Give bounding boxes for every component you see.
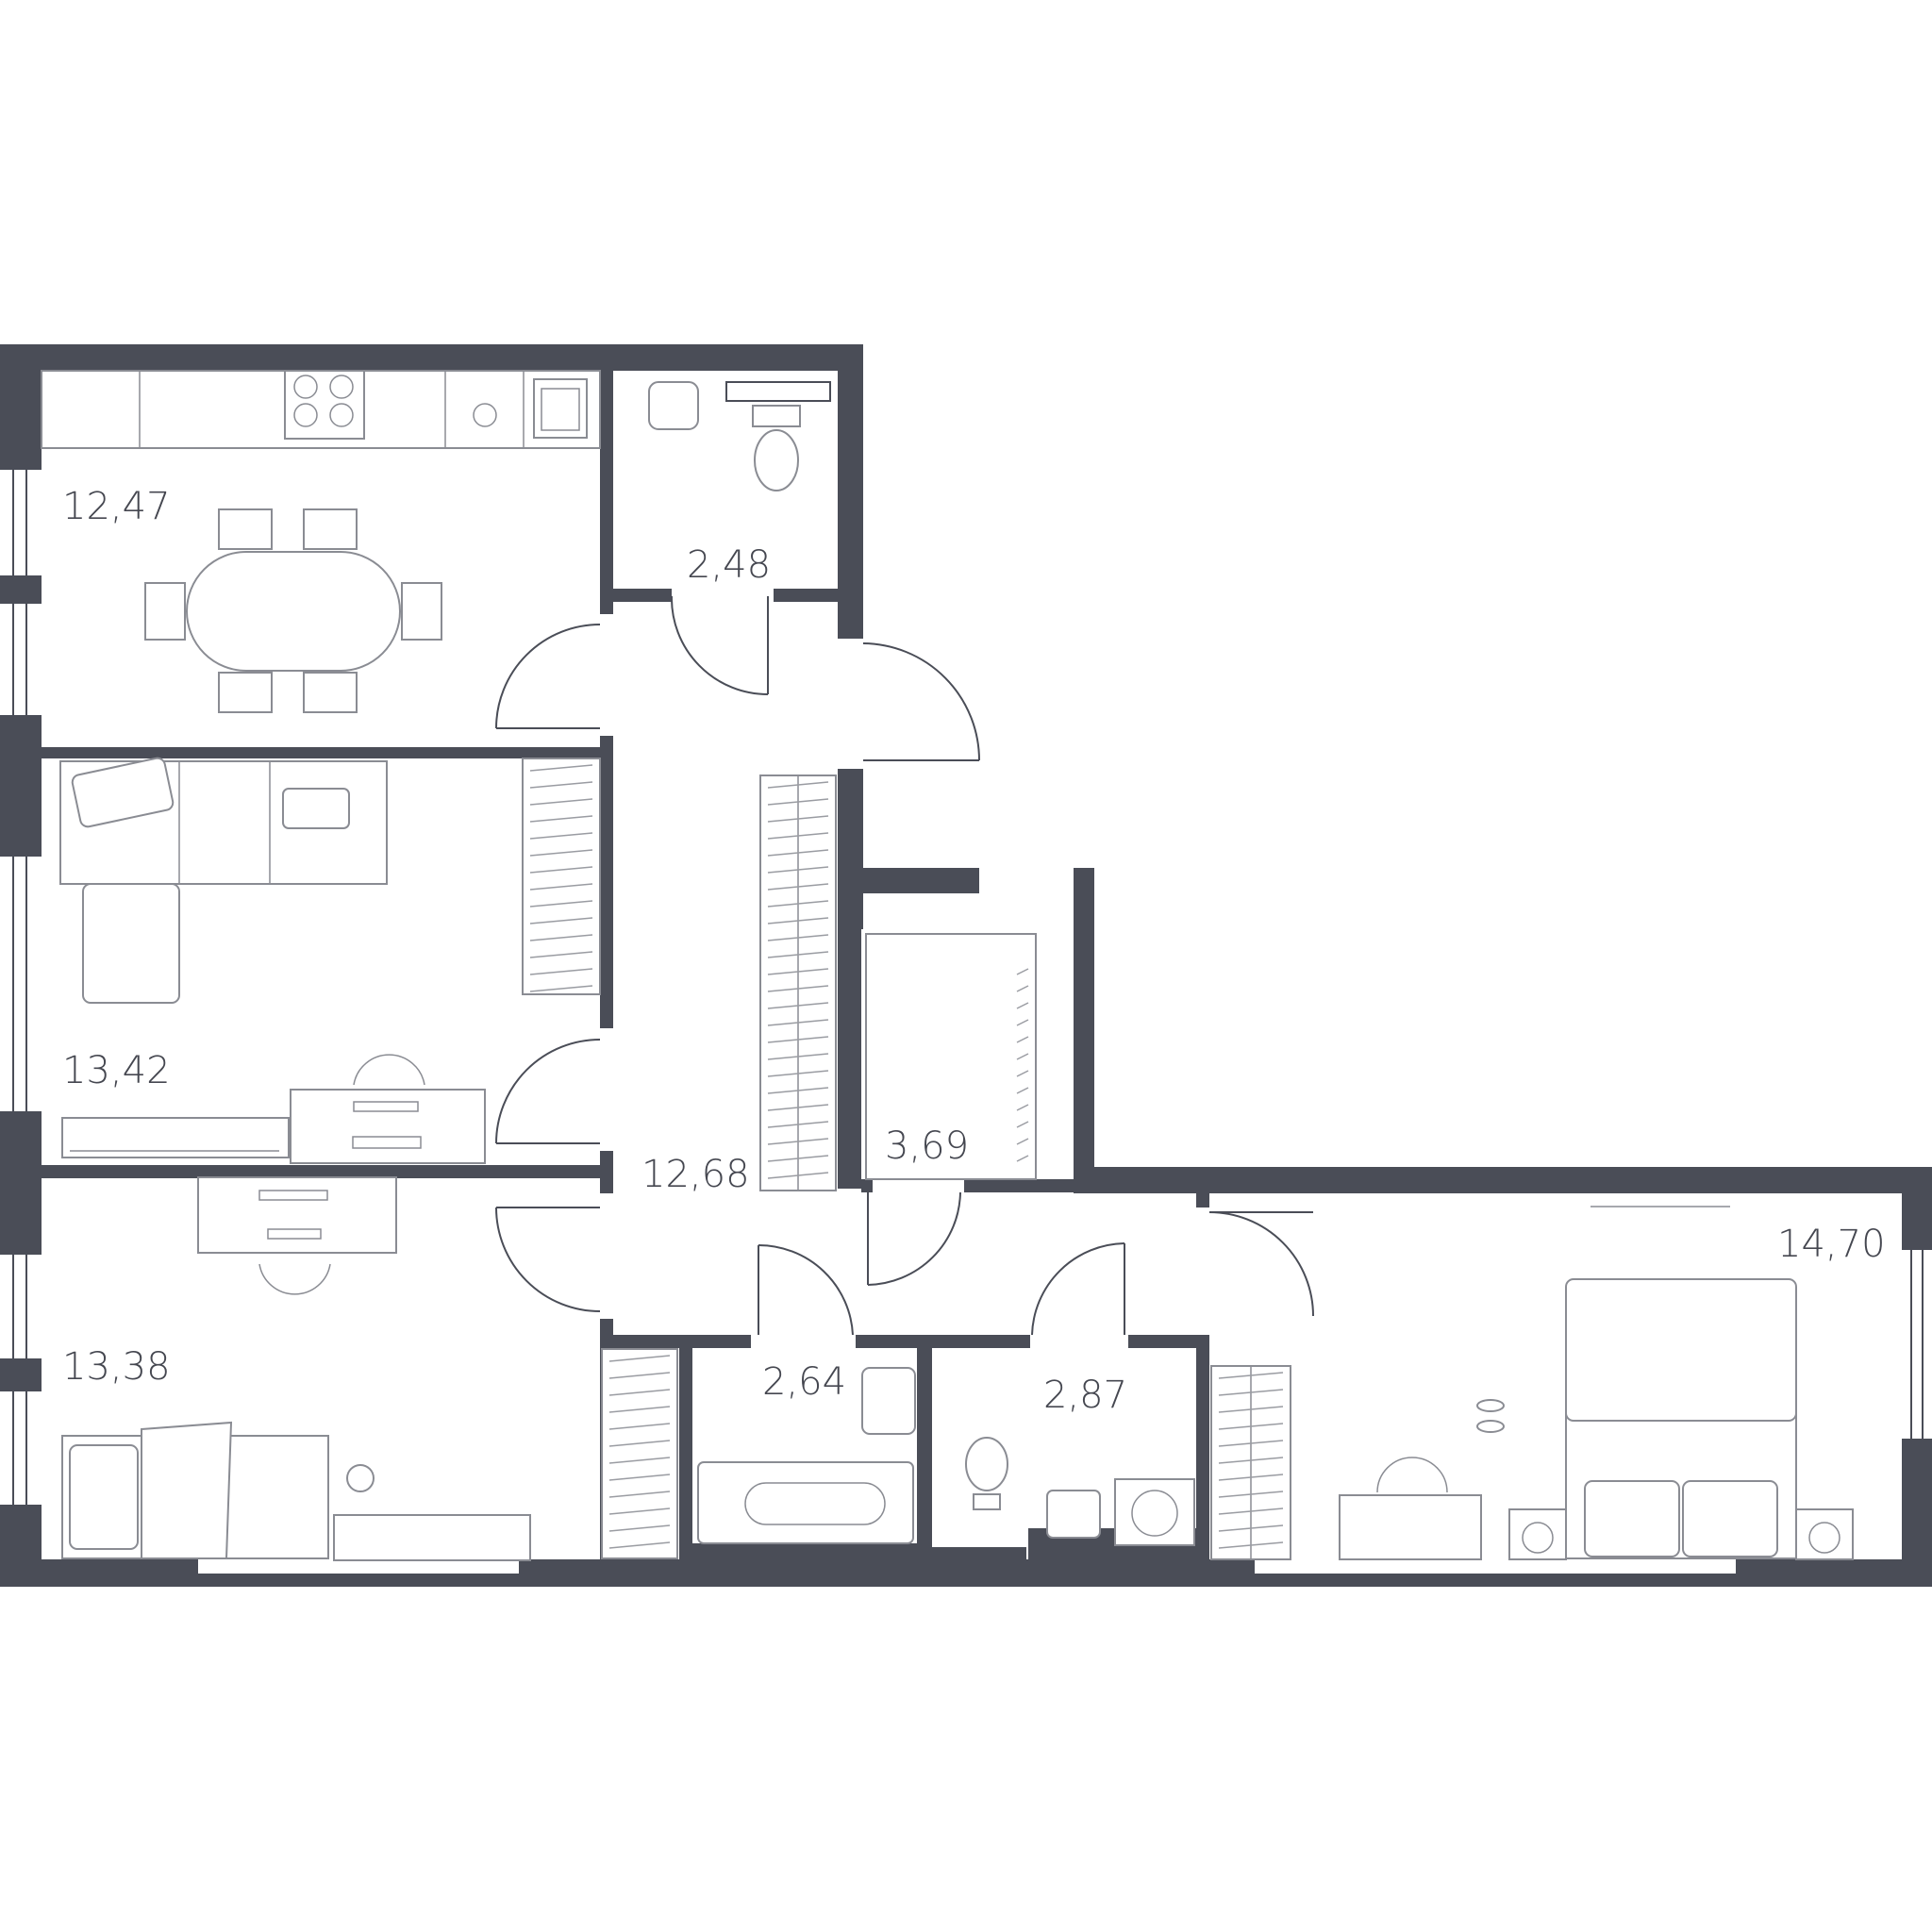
doors (495, 595, 1314, 1336)
area-label-bedroom-1: 13,38 (62, 1345, 171, 1389)
bathroom-fixtures (697, 1367, 916, 1544)
kitchen-furniture (41, 370, 601, 713)
area-label-hall: 12,68 (641, 1153, 750, 1196)
area-label-wc-1: 2,48 (687, 543, 771, 587)
area-label-living-room: 13,42 (62, 1049, 171, 1092)
area-label-wardrobe: 3,69 (885, 1124, 969, 1168)
windows (12, 470, 1924, 1505)
wc1-fixtures (648, 381, 831, 491)
closet-hatching (529, 764, 1284, 1549)
area-label-bathroom: 2,64 (762, 1360, 846, 1404)
walls (0, 344, 1932, 1587)
area-label-kitchen: 12,47 (62, 485, 171, 528)
bedroom2-furniture (1210, 1206, 1854, 1560)
bedroom1-furniture (61, 1176, 678, 1561)
living-furniture (59, 757, 601, 1164)
area-labels: 12,47 2,48 13,42 12,68 3,69 13,38 2,64 2… (62, 485, 1886, 1417)
area-label-bedroom-2: 14,70 (1777, 1223, 1886, 1266)
area-label-wc-2: 2,87 (1043, 1374, 1127, 1417)
wc2-fixtures (965, 1437, 1195, 1546)
hall-furniture (759, 774, 1037, 1191)
